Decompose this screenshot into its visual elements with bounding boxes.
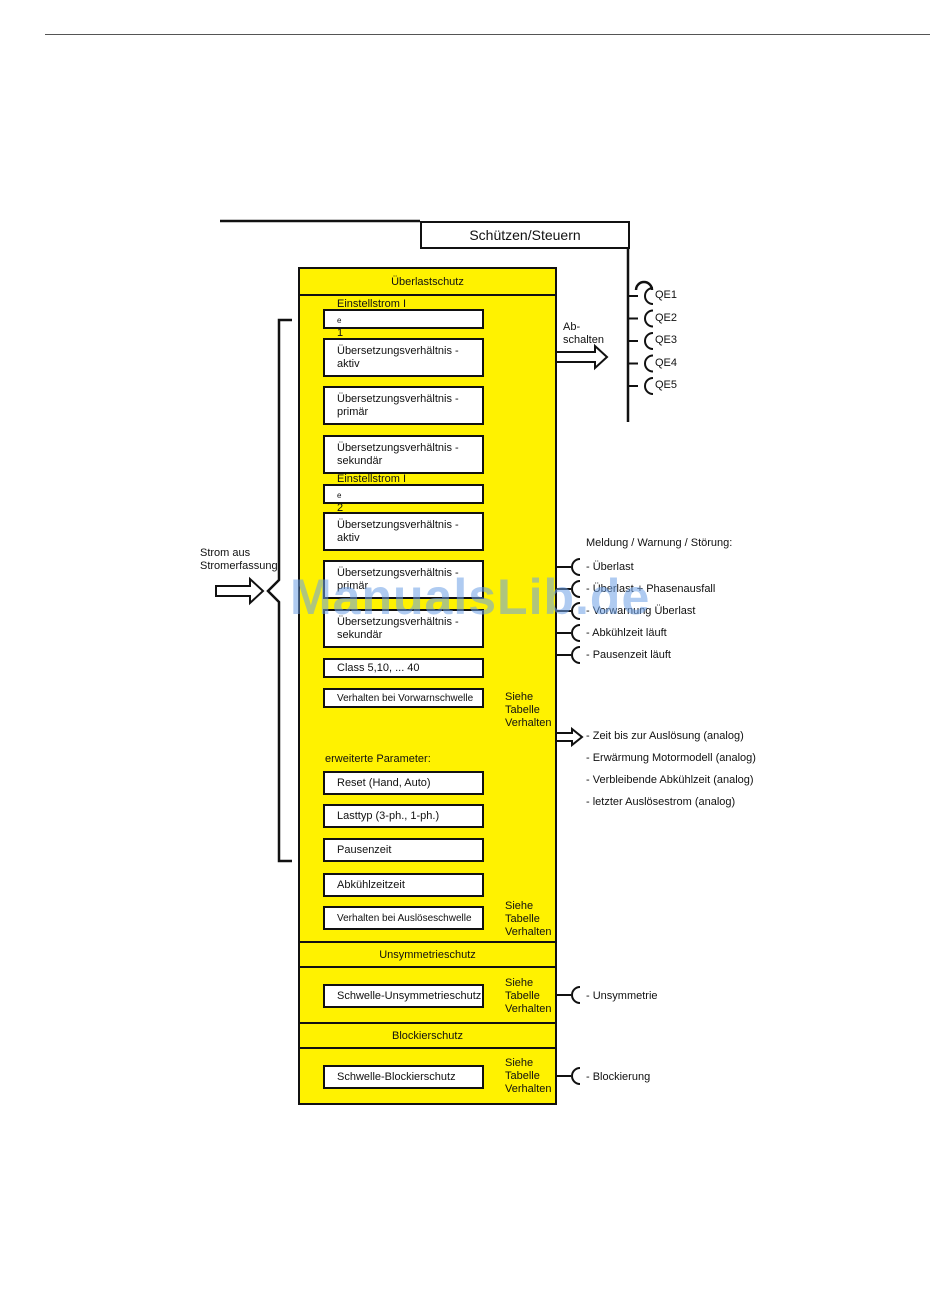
- analog-output-item: - letzter Auslösestrom (analog): [586, 796, 736, 808]
- qe-socket-arc: [644, 354, 654, 373]
- message-item: - Abkühlzeit läuft: [586, 627, 667, 639]
- section-blocking-title: Blockierschutz: [392, 1030, 463, 1042]
- output-qe2: QE2: [655, 311, 678, 324]
- qe-socket-arc: [644, 309, 654, 328]
- analog-output-item: - Verbleibende Abkühlzeit (analog): [586, 774, 754, 786]
- param-load-type: Lasttyp (3-ph., 1-ph.): [323, 804, 484, 828]
- switch-off-label: Ab- schalten: [563, 321, 604, 346]
- param-ratio-secondary-2: Übersetzungsverhältnis - sekundär: [323, 609, 484, 648]
- input-label-line1: Strom aus: [200, 547, 251, 559]
- see-table-trip: Siehe Tabelle Verhalten: [505, 900, 552, 938]
- divider: [300, 1047, 555, 1049]
- message-item: - Überlast: [586, 561, 634, 573]
- param-ratio-active-2: Übersetzungsverhältnis - aktiv: [323, 512, 484, 551]
- divider: [300, 1022, 555, 1024]
- param-class: Class 5,10, ... 40: [323, 658, 484, 678]
- message-item: - Vorwarnung Überlast: [586, 605, 696, 617]
- param-cooldown: Abkühlzeitzeit: [323, 873, 484, 897]
- input-label-line2: Stromerfassung: [200, 560, 278, 572]
- section-overload-title: Überlastschutz: [391, 276, 464, 288]
- divider: [300, 294, 555, 296]
- param-trip-threshold: Verhalten bei Auslöseschwelle: [323, 906, 484, 930]
- output-qe4: QE4: [655, 356, 678, 369]
- param-current-1-sub: e: [337, 316, 342, 326]
- param-pause: Pausenzeit: [323, 838, 484, 862]
- param-blocking-threshold: Schwelle-Blockierschutz: [323, 1065, 484, 1089]
- param-ratio-active-1: Übersetzungsverhältnis - aktiv: [323, 338, 484, 377]
- see-table-prewarn: Siehe Tabelle Verhalten: [505, 691, 552, 729]
- param-unbalance-threshold: Schwelle-Unsymmetrieschutz: [323, 984, 484, 1008]
- param-current-2-suffix: 2: [337, 502, 344, 515]
- extended-params-label: erweiterte Parameter:: [325, 753, 431, 765]
- param-ratio-primary-2: Übersetzungsverhältnis - primär: [323, 560, 484, 599]
- param-prewarn: Verhalten bei Vorwarnschwelle: [323, 688, 484, 708]
- section-unbalance-title: Unsymmetrieschutz: [379, 949, 476, 961]
- see-table-unbalance: Siehe Tabelle Verhalten: [505, 977, 552, 1015]
- param-reset: Reset (Hand, Auto): [323, 771, 484, 795]
- unbalance-message: - Unsymmetrie: [586, 990, 658, 1002]
- divider: [300, 941, 555, 943]
- qe-socket-arc: [644, 332, 654, 350]
- watermark-text: ManualsLib.de: [290, 569, 651, 625]
- divider: [300, 966, 555, 968]
- output-qe1: QE1: [655, 289, 678, 301]
- top-rule: [45, 34, 930, 35]
- qe-socket-arc: [644, 287, 654, 305]
- message-item: - Überlast + Phasenausfall: [586, 583, 716, 595]
- param-current-2-sub: e: [337, 491, 342, 501]
- messages-title: Meldung / Warnung / Störung:: [586, 537, 733, 549]
- param-current-1-text: Einstellstrom I: [337, 297, 407, 310]
- blocking-message: - Blockierung: [586, 1071, 651, 1083]
- param-current-2-text: Einstellstrom I: [337, 472, 407, 485]
- analog-output-item: - Erwärmung Motormodell (analog): [586, 752, 756, 764]
- param-ratio-primary-1: Übersetzungsverhältnis - primär: [323, 386, 484, 425]
- param-current-1-suffix: 1: [337, 327, 344, 340]
- qe-socket-arc: [644, 377, 654, 395]
- output-qe3: QE3: [655, 334, 678, 346]
- output-qe5: QE5: [655, 379, 678, 391]
- see-table-blocking: Siehe Tabelle Verhalten: [505, 1057, 552, 1095]
- param-ratio-secondary-1: Übersetzungsverhältnis - sekundär: [323, 435, 484, 474]
- analog-output-item: - Zeit bis zur Auslösung (analog): [586, 730, 744, 742]
- control-title: Schützen/Steuern: [420, 221, 630, 249]
- message-item: - Pausenzeit läuft: [586, 649, 671, 661]
